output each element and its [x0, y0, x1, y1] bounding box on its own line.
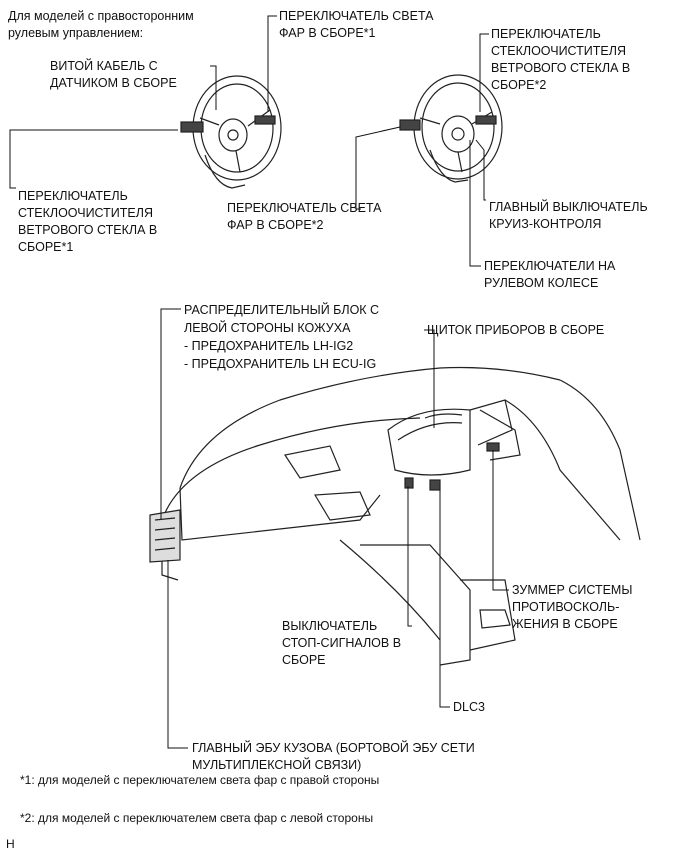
label-line: ЗУММЕР СИСТЕМЫ	[512, 583, 633, 597]
label-spiral-cable: ВИТОЙ КАБЕЛЬ С ДАТЧИКОМ В СБОРЕ	[50, 58, 177, 92]
label-line: ПРОТИВОСКОЛЬ-	[512, 600, 620, 614]
label-dlc3: DLC3	[453, 699, 485, 716]
header-text: Для моделей с правосторонним рулевым упр…	[8, 8, 194, 42]
leader-stop-switch	[407, 486, 412, 627]
label-main-body-ecu: ГЛАВНЫЙ ЭБУ КУЗОВА (БОРТОВОЙ ЭБУ СЕТИ МУ…	[192, 740, 475, 774]
leader-junction-block	[160, 308, 181, 520]
footnote-1: *1: для моделей с переключателем света ф…	[20, 773, 380, 787]
label-line: ВЫКЛЮЧАТЕЛЬ	[282, 619, 378, 633]
label-line: СТЕКЛООЧИСТИТЕЛЯ	[491, 44, 626, 58]
label-line: МУЛЬТИПЛЕКСНОЙ СВЯЗИ)	[192, 758, 362, 772]
label-line: ВИТОЙ КАБЕЛЬ С	[50, 59, 158, 73]
label-line: РУЛЕВОМ КОЛЕСЕ	[484, 276, 599, 290]
label-steering-pad-switch: ПЕРЕКЛЮЧАТЕЛИ НА РУЛЕВОМ КОЛЕСЕ	[484, 258, 615, 292]
label-headlight-switch-1: ПЕРЕКЛЮЧАТЕЛЬ СВЕТА ФАР В СБОРЕ*1	[279, 8, 434, 42]
label-line: ГЛАВНЫЙ ЭБУ КУЗОВА (БОРТОВОЙ ЭБУ СЕТИ	[192, 741, 475, 755]
leader-headlight-1	[267, 15, 277, 112]
label-line: СТОП-СИГНАЛОВ В	[282, 636, 402, 650]
label-line: ФАР В СБОРЕ*1	[279, 26, 376, 40]
label-line: СБОРЕ*1	[18, 240, 74, 254]
label-headlight-switch-2: ПЕРЕКЛЮЧАТЕЛЬ СВЕТА ФАР В СБОРЕ*2	[227, 200, 382, 234]
leader-spiral-cable	[210, 65, 217, 110]
steering-wheel-left	[180, 75, 282, 189]
dashboard-illustration	[149, 366, 641, 666]
label-line: ЩИТОК ПРИБОРОВ В СБОРЕ	[427, 323, 605, 337]
label-line: ФАР В СБОРЕ*2	[227, 218, 324, 232]
label-cruise-main-switch: ГЛАВНЫЙ ВЫКЛЮЧАТЕЛЬ КРУИЗ-КОНТРОЛЯ	[489, 199, 648, 233]
leader-combination-meter	[424, 329, 435, 428]
header-line-1: Для моделей с правосторонним	[8, 9, 194, 23]
leader-dlc3	[439, 490, 450, 708]
leader-buzzer	[492, 450, 509, 591]
leader-lines	[9, 15, 509, 749]
label-line: СБОРЕ	[282, 653, 326, 667]
header-line-2: рулевым управлением:	[8, 26, 144, 40]
leader-steering-pad	[469, 140, 481, 267]
label-line: ПЕРЕКЛЮЧАТЕЛИ НА	[484, 259, 616, 273]
steering-wheel-right	[399, 74, 503, 183]
leader-body-ecu	[167, 560, 188, 749]
leader-wiper-1	[9, 129, 178, 189]
label-line: РАСПРЕДЕЛИТЕЛЬНЫЙ БЛОК С	[184, 303, 380, 317]
label-line: DLC3	[453, 700, 485, 714]
label-combination-meter: ЩИТОК ПРИБОРОВ В СБОРЕ	[427, 322, 604, 339]
label-wiper-switch-1: ПЕРЕКЛЮЧАТЕЛЬ СТЕКЛООЧИСТИТЕЛЯ ВЕТРОВОГО…	[18, 188, 157, 256]
label-line: КРУИЗ-КОНТРОЛЯ	[489, 217, 602, 231]
label-line: ЛЕВОЙ СТОРОНЫ КОЖУХА	[184, 321, 351, 335]
footnote-2: *2: для моделей с переключателем света ф…	[20, 811, 374, 825]
label-clearance-buzzer: ЗУММЕР СИСТЕМЫ ПРОТИВОСКОЛЬ- ЖЕНИЯ В СБО…	[512, 582, 632, 633]
label-line: СБОРЕ*2	[491, 78, 547, 92]
label-line: ДАТЧИКОМ В СБОРЕ	[50, 76, 177, 90]
leader-wiper-2	[479, 33, 489, 112]
label-line: ПЕРЕКЛЮЧАТЕЛЬ СВЕТА	[227, 201, 382, 215]
label-line: - ПРЕДОХРАНИТЕЛЬ LH-IG2	[184, 339, 354, 353]
label-line: ПЕРЕКЛЮЧАТЕЛЬ	[18, 189, 128, 203]
label-line: ВЕТРОВОГО СТЕКЛА В	[18, 223, 158, 237]
label-stop-light-switch: ВЫКЛЮЧАТЕЛЬ СТОП-СИГНАЛОВ В СБОРЕ	[282, 618, 401, 669]
corner-mark: H	[6, 837, 15, 851]
label-junction-block: РАСПРЕДЕЛИТЕЛЬНЫЙ БЛОК С ЛЕВОЙ СТОРОНЫ К…	[184, 301, 379, 373]
leader-headlight-2	[355, 126, 401, 210]
label-line: ЖЕНИЯ В СБОРЕ	[512, 617, 618, 631]
label-line: - ПРЕДОХРАНИТЕЛЬ LH ECU-IG	[184, 357, 377, 371]
label-line: ВЕТРОВОГО СТЕКЛА В	[491, 61, 631, 75]
label-wiper-switch-2: ПЕРЕКЛЮЧАТЕЛЬ СТЕКЛООЧИСТИТЕЛЯ ВЕТРОВОГО…	[491, 26, 630, 94]
leader-cruise	[475, 139, 486, 201]
label-line: СТЕКЛООЧИСТИТЕЛЯ	[18, 206, 153, 220]
label-line: ГЛАВНЫЙ ВЫКЛЮЧАТЕЛЬ	[489, 200, 648, 214]
label-line: ПЕРЕКЛЮЧАТЕЛЬ СВЕТА	[279, 9, 434, 23]
label-line: ПЕРЕКЛЮЧАТЕЛЬ	[491, 27, 601, 41]
